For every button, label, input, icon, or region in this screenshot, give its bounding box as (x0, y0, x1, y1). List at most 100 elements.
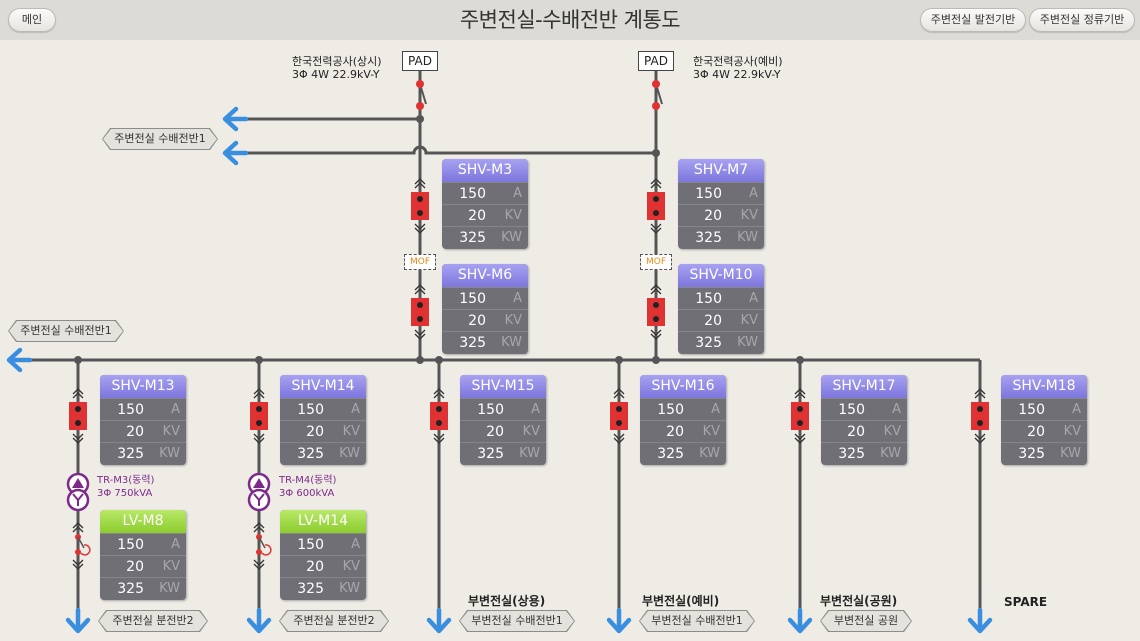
power-value: 325 (695, 335, 722, 351)
current-value: 150 (838, 402, 865, 418)
voltage-value: 20 (306, 424, 324, 440)
current-value: 150 (657, 402, 684, 418)
panel-row-voltage: 20 KV (821, 420, 907, 443)
current-unit: A (749, 186, 758, 201)
current-unit: A (711, 402, 720, 417)
feeder-link-4[interactable]: 부변전실 수배전반1 (639, 610, 755, 632)
panel-title: SHV-M10 (678, 264, 764, 287)
feeder-title-3: 부변전실(상용) (468, 594, 546, 608)
link-tag-top[interactable]: 주변전실 수배전반1 (102, 128, 218, 150)
arrow-down-icon (249, 610, 269, 631)
voltage-value: 20 (704, 313, 722, 329)
breaker-m17 (791, 388, 809, 444)
power-unit: KW (737, 230, 758, 245)
voltage-unit: KV (522, 424, 540, 439)
feeder-title-6: SPARE (1004, 595, 1048, 609)
junction-dot (416, 115, 424, 123)
arrow-left-icon (225, 109, 246, 129)
voltage-value: 20 (306, 559, 324, 575)
power-unit: KW (519, 446, 540, 461)
current-unit: A (1072, 402, 1081, 417)
voltage-value: 20 (1027, 424, 1045, 440)
panel-title: SHV-M18 (1001, 375, 1087, 398)
arrow-down-icon (970, 610, 990, 631)
arrow-down-icon (429, 610, 449, 631)
current-value: 150 (297, 537, 324, 553)
breaker-m7 (647, 178, 665, 234)
power-unit: KW (159, 581, 180, 596)
source-switch-2 (652, 80, 663, 110)
current-value: 150 (459, 291, 486, 307)
link-tag-left[interactable]: 주변전실 수배전반1 (8, 320, 124, 342)
breaker-m13 (69, 388, 87, 444)
panel-row-voltage: 20 KV (678, 309, 764, 332)
main-button[interactable]: 메인 (8, 8, 56, 32)
breaker-m18 (971, 388, 989, 444)
panel-row-current: 150 A (640, 398, 726, 421)
voltage-value: 20 (847, 424, 865, 440)
junction-dot (796, 356, 804, 364)
rectifier-panel-button[interactable]: 주변전실 정류기반 (1029, 8, 1135, 32)
voltage-value: 20 (468, 313, 486, 329)
panel-title: LV-M8 (100, 510, 186, 533)
breaker-m3 (411, 178, 429, 234)
breaker-m6 (411, 284, 429, 340)
current-unit: A (892, 402, 901, 417)
junction-dot (74, 356, 82, 364)
page-title: 주변전실-수배전반 계통도 (459, 8, 681, 32)
power-value: 325 (459, 230, 486, 246)
voltage-unit: KV (702, 424, 720, 439)
panel-title: SHV-M16 (640, 375, 726, 398)
generator-panel-button[interactable]: 주변전실 발전기반 (920, 8, 1026, 32)
pad-box-1: PAD (402, 51, 438, 71)
lv-switch-m8 (72, 522, 91, 570)
voltage-unit: KV (883, 424, 901, 439)
voltage-unit: KV (504, 208, 522, 223)
feeder-link-3[interactable]: 부변전실 수배전반1 (459, 610, 575, 632)
junction-dot (416, 356, 424, 364)
feeder-link-1[interactable]: 주변전실 분전반2 (98, 610, 208, 632)
transformer-label-1: TR-M3(동력)3Φ 750kVA (97, 475, 155, 499)
feeder-link-5[interactable]: 부변전실 공원 (820, 610, 912, 632)
voltage-value: 20 (126, 424, 144, 440)
panel-title: SHV-M7 (678, 159, 764, 182)
arrow-down-icon (790, 610, 810, 631)
feeder-link-2[interactable]: 주변전실 분전반2 (279, 610, 389, 632)
current-unit: A (513, 186, 522, 201)
breaker-m15 (430, 388, 448, 444)
panel-row-current: 150 A (821, 398, 907, 421)
panel-row-current: 150 A (280, 533, 366, 556)
power-value: 325 (838, 446, 865, 462)
power-value: 325 (1018, 446, 1045, 462)
power-value: 325 (459, 335, 486, 351)
current-unit: A (351, 537, 360, 552)
voltage-unit: KV (740, 313, 758, 328)
voltage-unit: KV (342, 559, 360, 574)
junction-dot (652, 149, 660, 157)
